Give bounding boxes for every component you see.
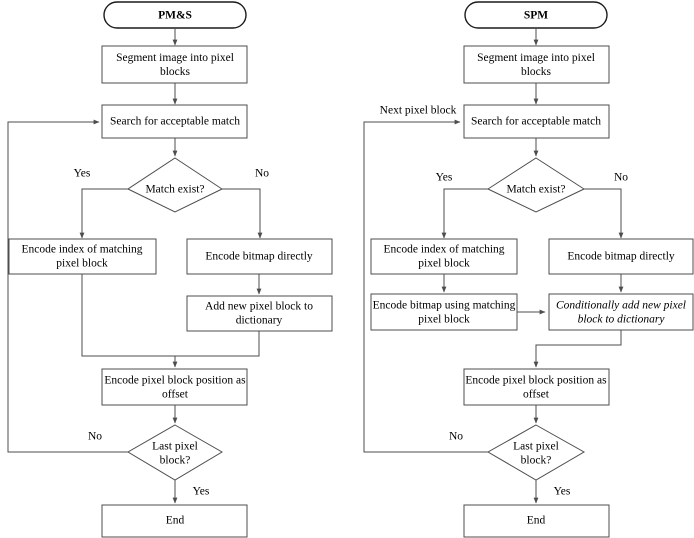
right-cond-add-box bbox=[548, 293, 694, 331]
left-encode-index-line2: pixel block bbox=[56, 258, 108, 270]
right-encode-index-line2: pixel block bbox=[418, 258, 470, 270]
right-last-yes-label: Yes bbox=[554, 486, 571, 498]
left-match-no-label: No bbox=[255, 168, 269, 180]
left-add-block-line2: dictionary bbox=[236, 315, 283, 327]
right-match-yes-label: Yes bbox=[436, 172, 453, 184]
right-edge-match-no bbox=[584, 188, 624, 239]
right-search-label: Search for acceptable match bbox=[471, 116, 601, 128]
right-encode-bitmap-box bbox=[548, 238, 694, 275]
left-add-block-line1: Add new pixel block to bbox=[205, 301, 313, 313]
left-edge-addblock-merge bbox=[175, 331, 260, 357]
left-encode-index-box bbox=[8, 238, 157, 275]
right-start-label: SPM bbox=[524, 10, 548, 22]
left-edge-index-merge bbox=[81, 274, 175, 357]
right-cond-add-line1: Conditionally add new pixel bbox=[556, 300, 686, 312]
right-edge-match-yes bbox=[441, 188, 488, 239]
right-match-decision-label: Match exist? bbox=[506, 184, 565, 196]
right-search-box bbox=[463, 104, 610, 139]
left-end-label: End bbox=[166, 515, 185, 527]
right-next-block-label: Next pixel block bbox=[380, 105, 457, 117]
right-encode-bitmap-label: Encode bitmap directly bbox=[567, 251, 675, 263]
left-encode-bitmap-box bbox=[186, 238, 333, 275]
right-encode-index-line1: Encode index of matching bbox=[383, 244, 504, 256]
left-last-no-label: No bbox=[88, 431, 102, 443]
left-match-yes-label: Yes bbox=[74, 168, 91, 180]
left-edge-match-yes bbox=[79, 188, 128, 239]
left-add-block-box bbox=[186, 295, 333, 332]
left-search-label: Search for acceptable match bbox=[110, 116, 240, 128]
left-start-label: PM&S bbox=[158, 10, 192, 22]
right-encode-using-box bbox=[370, 293, 518, 331]
left-encode-index-line1: Encode index of matching bbox=[21, 244, 142, 256]
left-encode-offset-line1: Encode pixel block position as bbox=[104, 375, 246, 387]
left-encode-bitmap-label: Encode bitmap directly bbox=[205, 251, 313, 263]
left-last-decision-line2: block? bbox=[160, 455, 191, 467]
left-match-decision bbox=[126, 157, 224, 213]
right-segment-box bbox=[463, 45, 610, 84]
left-last-yes-label: Yes bbox=[193, 486, 210, 498]
right-end-label: End bbox=[527, 515, 546, 527]
left-end-box bbox=[101, 504, 248, 538]
right-cond-add-line2: block to dictionary bbox=[578, 314, 666, 326]
left-edge-match-no bbox=[222, 188, 263, 239]
right-encode-using-line1: Encode bitmap using matching bbox=[373, 300, 516, 312]
right-edge-last-no-loopback bbox=[363, 119, 488, 453]
right-end-box bbox=[463, 504, 610, 538]
left-segment-box bbox=[101, 45, 248, 84]
right-last-decision-line1: Last pixel bbox=[513, 441, 559, 453]
right-match-decision bbox=[486, 157, 586, 213]
left-last-decision-line1: Last pixel bbox=[152, 441, 198, 453]
left-match-decision-label: Match exist? bbox=[145, 184, 204, 196]
right-encode-offset-box bbox=[463, 368, 610, 406]
left-encode-offset-box bbox=[101, 368, 248, 406]
left-edge-last-no-loopback bbox=[7, 119, 128, 453]
right-encode-offset-line2: offset bbox=[523, 389, 550, 401]
right-edge-cond-merge bbox=[533, 330, 622, 368]
right-encode-index-box bbox=[370, 238, 518, 275]
left-search-box bbox=[101, 104, 248, 139]
right-encode-offset-line1: Encode pixel block position as bbox=[465, 375, 607, 387]
right-last-no-label: No bbox=[449, 431, 463, 443]
right-encode-using-line2: pixel block bbox=[418, 314, 470, 326]
right-match-no-label: No bbox=[614, 172, 628, 184]
right-last-decision-line2: block? bbox=[521, 455, 552, 467]
left-encode-offset-line2: offset bbox=[162, 389, 189, 401]
